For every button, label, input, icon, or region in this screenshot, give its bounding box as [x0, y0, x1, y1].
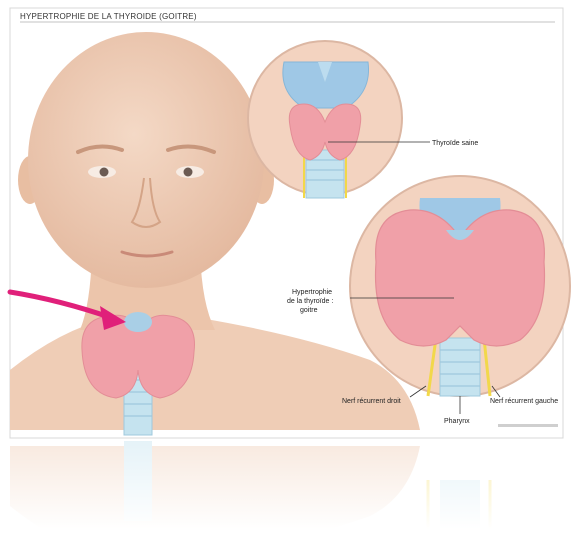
label-pharynx: Pharynx	[444, 418, 470, 425]
label-goitre-line1: Hypertrophie	[292, 289, 332, 296]
label-goitre-line2: de la thyroïde :	[287, 298, 333, 305]
reflection-fade	[0, 440, 571, 529]
label-goitre-line3: goitre	[300, 307, 318, 314]
label-nerve-right: Nerf récurrent droit	[342, 398, 401, 405]
label-nerve-left: Nerf récurrent gauche	[490, 398, 558, 405]
diagram-title: HYPERTROPHIE DE LA THYROIDE (GOITRE)	[20, 12, 197, 21]
goitre-inset	[350, 176, 570, 396]
label-healthy-thyroid: Thyroïde saine	[432, 140, 478, 147]
credit-mark	[498, 424, 558, 427]
